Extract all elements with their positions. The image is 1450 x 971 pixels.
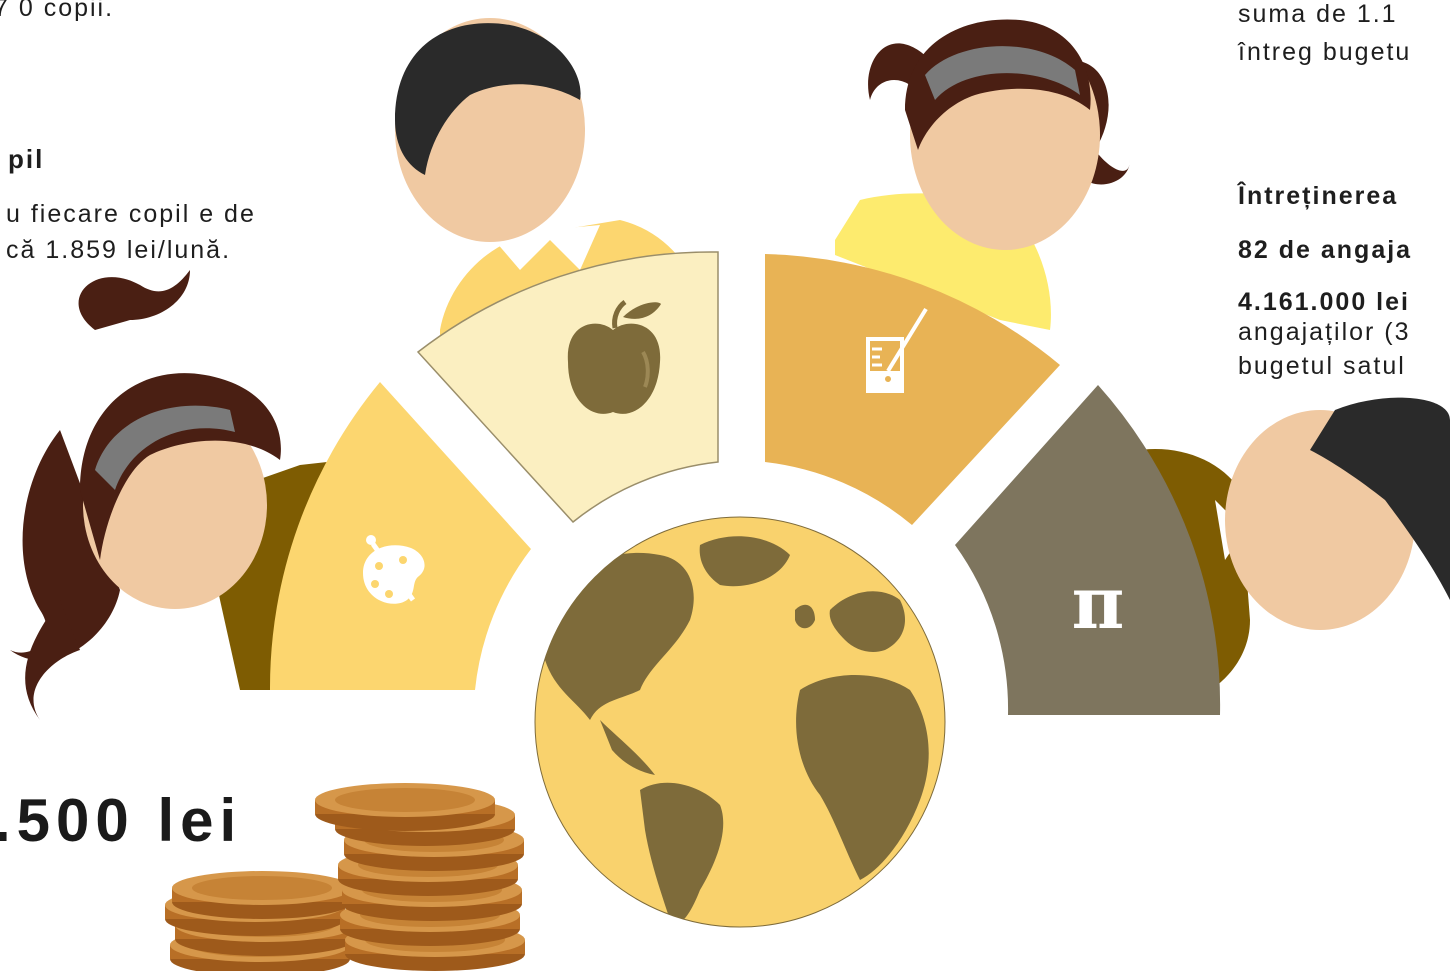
beaker-icon [866, 307, 928, 393]
right-heading: Întreținerea [1238, 182, 1399, 210]
globe-land-greenland [699, 536, 790, 587]
pi-icon: π [1072, 560, 1125, 645]
palette-icon [363, 535, 425, 604]
girl-left-hair-back [10, 430, 120, 661]
segment-beaker [765, 254, 1060, 525]
globe [528, 510, 952, 934]
right-top-text-2: întreg bugetu [1238, 38, 1412, 66]
segment-apple [416, 251, 719, 524]
segment-palette [269, 382, 531, 690]
globe-land-central-america [600, 720, 655, 775]
left-text-line2: că 1.859 lei/lună. [6, 236, 232, 264]
right-bold-line1: 82 de angaja [1238, 236, 1413, 264]
boy-right-hair [1310, 397, 1450, 600]
segment-pi [955, 385, 1221, 715]
girl-left-headband [95, 405, 235, 490]
globe-land-north-america [545, 552, 694, 720]
right-top-text-1: suma de 1.1 [1238, 0, 1398, 28]
right-text-line2: bugetul satul [1238, 352, 1406, 380]
globe-land-uk [795, 604, 815, 629]
girl-right-figure [835, 19, 1130, 330]
amount-text: .500 lei [0, 787, 243, 854]
girl-left-hair-tail [78, 270, 190, 330]
boy-top-hair [395, 23, 581, 176]
apple-icon [567, 299, 661, 414]
girl-right-headband [925, 46, 1080, 100]
left-text-line1: u fiecare copil e de [6, 200, 256, 228]
globe-land-europe [829, 591, 905, 652]
right-text-line1: angajaților (3 [1238, 318, 1411, 346]
right-bold-line2: 4.161.000 lei [1238, 288, 1410, 316]
left-top-text: 7 0 copii. [0, 0, 115, 22]
globe-land-south-america [640, 782, 724, 924]
girl-right-hair-front [905, 19, 1091, 150]
girl-right-hair-left [868, 43, 930, 100]
globe-land-africa [796, 675, 929, 880]
girl-left-hair-ponytail [25, 600, 80, 720]
left-heading: pil [8, 144, 45, 174]
